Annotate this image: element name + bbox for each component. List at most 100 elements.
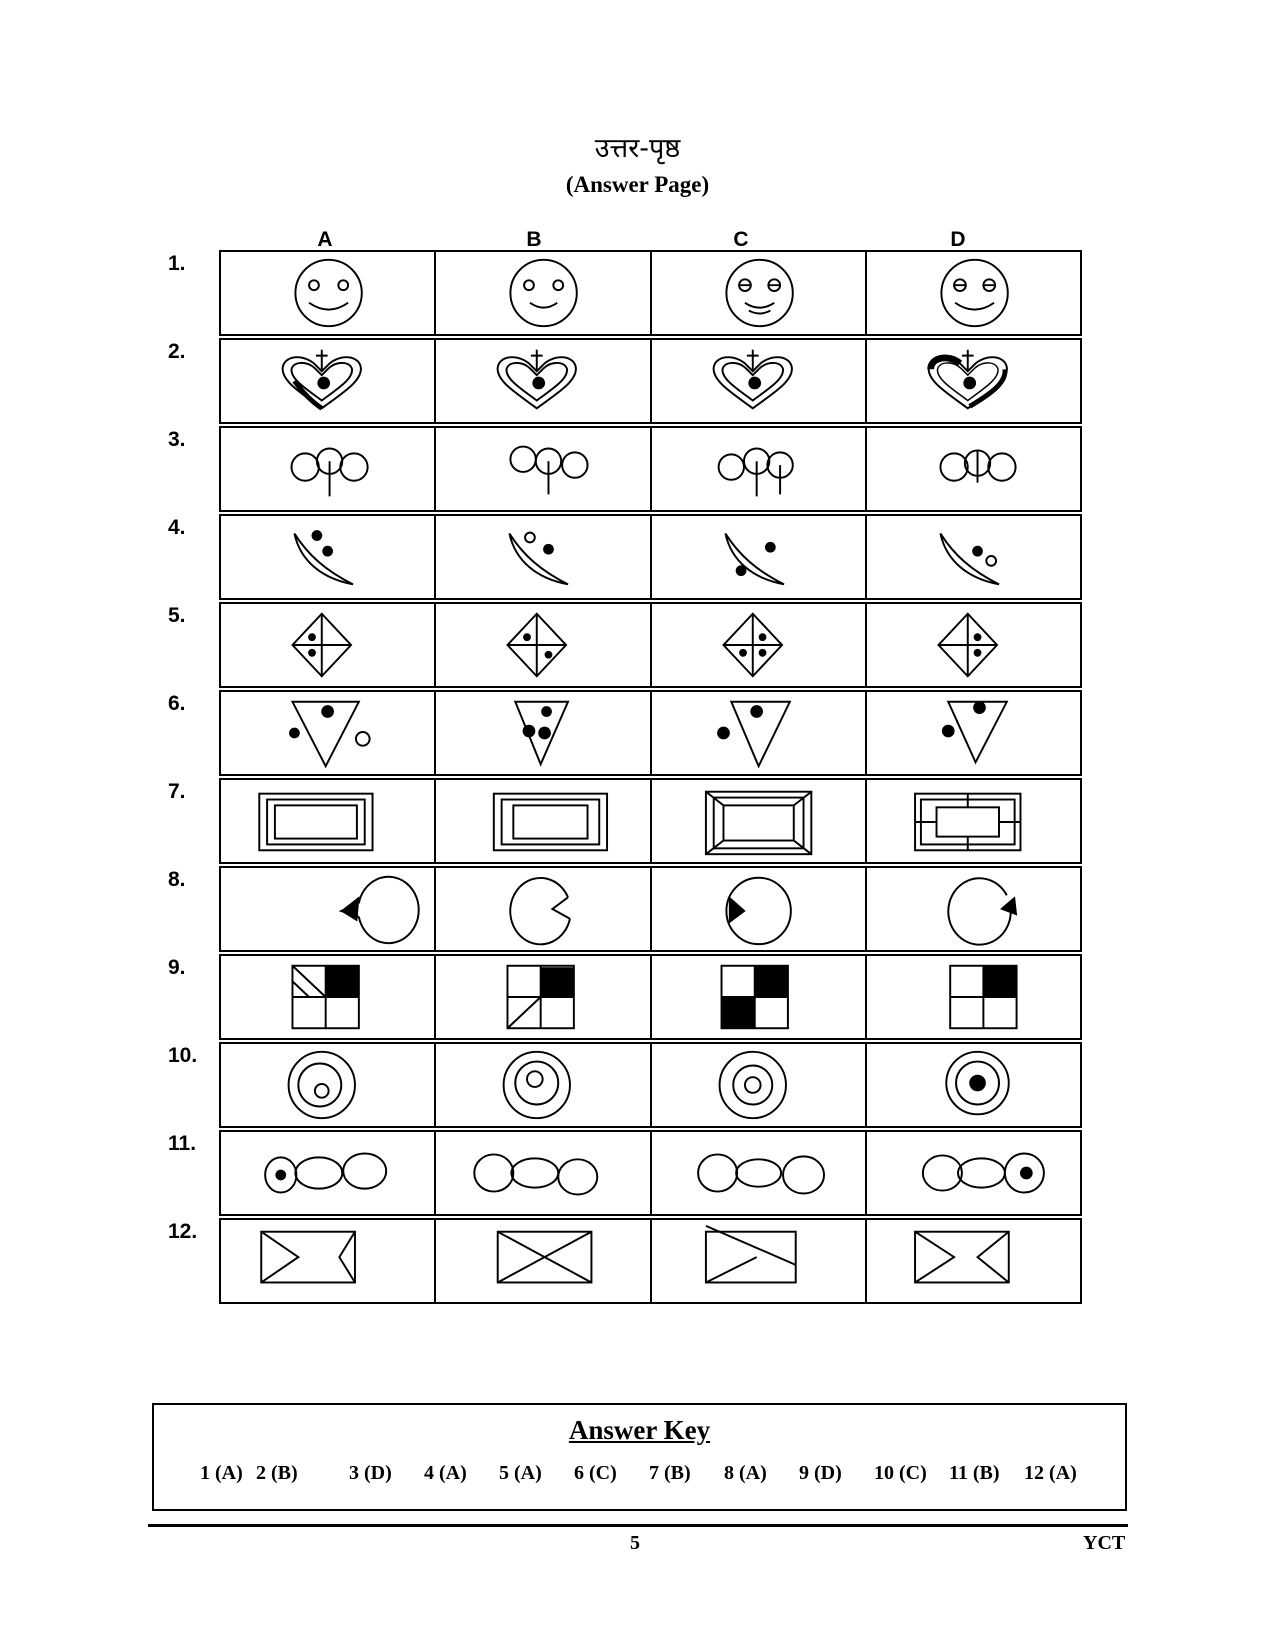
answer-key-item: 4 (A) xyxy=(424,1462,467,1484)
figure-drawing xyxy=(508,531,569,586)
option-cell-d xyxy=(867,1220,1080,1302)
figure-drawing xyxy=(496,349,578,410)
figure-drawing xyxy=(717,447,794,497)
figure-drawing xyxy=(506,612,568,678)
option-cell-a xyxy=(221,252,437,334)
question-number: 2. xyxy=(168,340,186,363)
answer-key-item: 12 (A) xyxy=(1024,1462,1077,1484)
question-number: 8. xyxy=(168,868,186,891)
figure-drawing xyxy=(704,790,812,856)
figure-drawing xyxy=(721,612,783,678)
answer-key-item: 11 (B) xyxy=(949,1462,1000,1484)
figure-drawing xyxy=(724,876,792,946)
figure-drawing xyxy=(294,258,363,328)
option-cell-d xyxy=(867,956,1080,1038)
figure-drawing xyxy=(290,447,369,497)
option-cell-d xyxy=(867,1044,1080,1126)
question-row xyxy=(219,1218,1082,1304)
question-number: 7. xyxy=(168,780,186,803)
option-cell-b xyxy=(436,252,652,334)
option-cell-d xyxy=(867,780,1080,862)
option-cell-c xyxy=(652,340,867,422)
column-label-a: A xyxy=(317,228,333,251)
option-cell-b xyxy=(436,340,652,422)
question-number: 3. xyxy=(168,428,186,451)
page-title-hindi: उत्तर-पृष्ठ xyxy=(594,133,681,164)
option-cell-d xyxy=(867,428,1080,510)
figure-drawing xyxy=(264,1152,388,1194)
figure-drawing xyxy=(502,1050,572,1120)
answer-key-item: 9 (D) xyxy=(799,1462,842,1484)
figure-drawing xyxy=(941,700,1009,765)
question-row xyxy=(219,954,1082,1040)
answer-key-item: 2 (B) xyxy=(256,1462,298,1484)
figure-drawing xyxy=(496,1230,593,1284)
figure-drawing xyxy=(473,1153,599,1196)
option-cell-a xyxy=(221,868,437,950)
footer-divider xyxy=(148,1524,1128,1527)
page-title-english: (Answer Page) xyxy=(565,172,710,197)
figure-drawing xyxy=(287,1050,356,1120)
option-cell-b xyxy=(436,1044,652,1126)
option-cell-c xyxy=(652,604,867,686)
option-cell-b xyxy=(436,604,652,686)
answer-key-item: 3 (D) xyxy=(349,1462,392,1484)
question-row xyxy=(219,866,1082,952)
figure-drawing xyxy=(260,1230,356,1284)
answer-key-title: Answer Key xyxy=(568,1415,711,1445)
figure-drawing xyxy=(289,700,371,769)
figure-drawing xyxy=(913,792,1022,852)
figure-drawing xyxy=(506,964,576,1030)
figure-drawing xyxy=(724,258,794,328)
option-cell-c xyxy=(652,692,867,774)
figure-drawing xyxy=(293,530,354,586)
option-cell-d xyxy=(867,252,1080,334)
question-row xyxy=(219,426,1082,512)
figure-drawing xyxy=(927,349,1008,410)
option-cell-c xyxy=(652,428,867,510)
option-cell-a xyxy=(221,516,437,598)
figure-drawing xyxy=(509,445,589,495)
answer-key-item: 5 (A) xyxy=(499,1462,542,1484)
option-cell-b xyxy=(436,428,652,510)
option-cell-a xyxy=(221,1044,437,1126)
figure-drawing xyxy=(945,1050,1010,1116)
figure-drawing xyxy=(716,700,791,769)
question-row xyxy=(219,778,1082,864)
question-row xyxy=(219,514,1082,600)
figure-drawing xyxy=(514,700,570,767)
option-cell-c xyxy=(652,252,867,334)
option-cell-c xyxy=(652,516,867,598)
figure-drawing xyxy=(939,533,1000,586)
option-cell-a xyxy=(221,956,437,1038)
option-cell-a xyxy=(221,340,437,422)
option-cell-b xyxy=(436,1132,652,1214)
option-cell-b xyxy=(436,780,652,862)
figure-drawing xyxy=(291,964,360,1030)
option-cell-a xyxy=(221,428,437,510)
figure-drawing xyxy=(718,1050,787,1120)
option-cell-d xyxy=(867,692,1080,774)
question-number: 12. xyxy=(168,1220,198,1243)
option-cell-d xyxy=(867,1132,1080,1214)
figure-drawing xyxy=(947,877,1017,946)
answer-key-item: 7 (B) xyxy=(649,1462,691,1484)
option-cell-c xyxy=(652,1044,867,1126)
option-cell-c xyxy=(652,780,867,862)
publisher-brand: YCT xyxy=(1083,1532,1126,1554)
question-number: 9. xyxy=(168,956,186,979)
question-row xyxy=(219,1130,1082,1216)
option-cell-c xyxy=(652,868,867,950)
figure-drawing xyxy=(936,612,999,678)
figure-drawing xyxy=(338,875,420,945)
question-number: 4. xyxy=(168,516,186,539)
figure-drawing xyxy=(921,1152,1045,1194)
option-cell-b xyxy=(436,516,652,598)
figure-drawing xyxy=(939,449,1017,483)
question-number: 1. xyxy=(168,252,186,275)
option-cell-b xyxy=(436,956,652,1038)
option-cell-d xyxy=(867,868,1080,950)
figure-drawing xyxy=(258,792,374,852)
figure-drawing xyxy=(291,612,353,678)
option-cell-c xyxy=(652,1132,867,1214)
